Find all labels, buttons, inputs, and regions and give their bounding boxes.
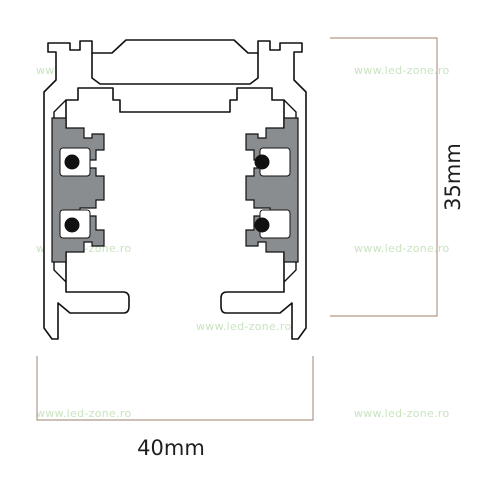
right-insulator-insert <box>245 117 299 263</box>
width-dimension-label: 40mm <box>137 436 205 460</box>
width-dimension-line <box>36 356 314 421</box>
watermark: www.led-zone.ro <box>36 407 132 420</box>
track-outer-outline <box>43 39 307 340</box>
watermark: www.led-zone.ro <box>354 242 450 255</box>
watermark: www.led-zone.ro <box>196 320 292 333</box>
left-lower-conductor <box>64 217 80 233</box>
height-dimension-line <box>330 37 438 317</box>
left-upper-conductor <box>64 154 80 170</box>
watermark: www.led-zone.ro <box>354 64 450 77</box>
watermark: www.led-zone.ro <box>354 407 450 420</box>
top-center-bridge <box>91 53 259 85</box>
left-insulator-insert <box>51 117 105 263</box>
right-lower-conductor <box>254 217 270 233</box>
height-dimension-label: 35mm <box>441 143 465 211</box>
right-upper-conductor <box>254 154 270 170</box>
